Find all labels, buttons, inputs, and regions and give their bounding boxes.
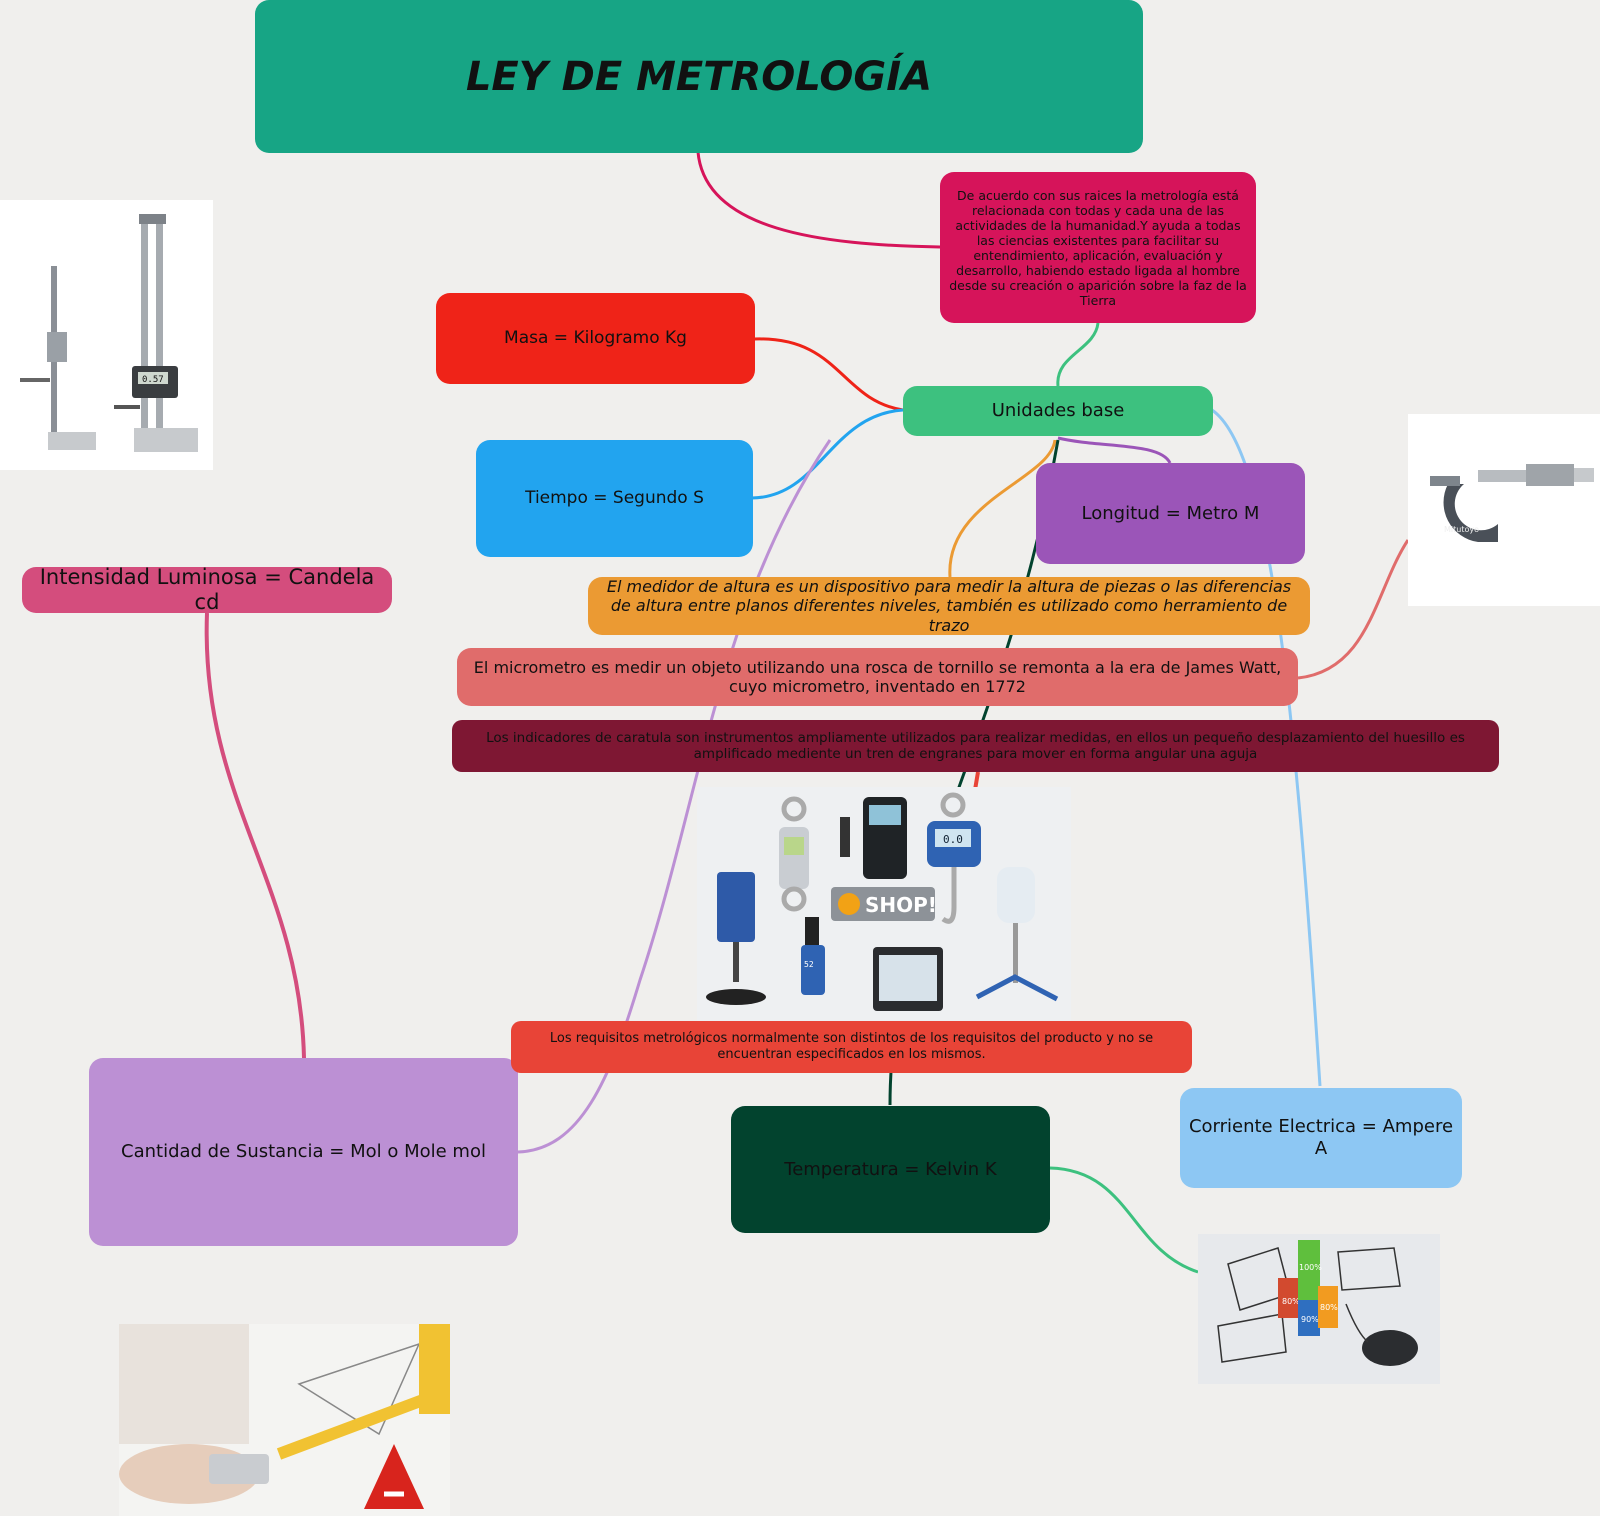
link-title-description: [696, 151, 941, 249]
link-intensidad-sustancia: [204, 612, 306, 1059]
note-requisitos: Los requisitos metrológicos normalmente …: [511, 1021, 1192, 1073]
crane-scale-readout: 0.0: [943, 833, 963, 846]
instruments-image: 0.0 SHOP! 52: [697, 787, 1071, 1021]
unit-intensidad: Intensidad Luminosa = Candela cd: [22, 565, 392, 614]
link-center-altura: [948, 439, 1057, 578]
center-node-unidades-base: Unidades base: [903, 386, 1213, 436]
micrometer-image: Mitutoyo: [1408, 414, 1600, 606]
statistics-image: 80% 100% 90% 80%: [1198, 1234, 1440, 1384]
map-title: LEY DE METROLOGÍA: [255, 0, 1143, 153]
drafting-image: [119, 1324, 450, 1516]
link-temperatura-image: [1049, 1166, 1199, 1274]
unit-longitud: Longitud = Metro M: [1036, 463, 1305, 564]
link-center-longitud: [1057, 436, 1172, 464]
note-indicadores: Los indicadores de caratula son instrume…: [452, 720, 1499, 772]
link-description-center: [1056, 322, 1100, 387]
height-gauge-readout: 0.57: [142, 375, 164, 385]
pct-label-3: 90%: [1301, 1315, 1319, 1324]
link-center-tiempo: [751, 408, 904, 500]
note-medidor-altura: El medidor de altura es un dispositivo p…: [588, 577, 1310, 635]
unit-corriente: Corriente Electrica = Ampere A: [1180, 1088, 1462, 1188]
pct-label-1: 80%: [1282, 1297, 1300, 1306]
link-center-sustancia: [517, 439, 832, 1154]
height-gauge-image: 0.57: [0, 200, 213, 470]
unit-tiempo: Tiempo = Segundo S: [476, 440, 753, 557]
unit-masa: Masa = Kilogramo Kg: [436, 293, 755, 384]
link-center-masa: [753, 337, 904, 412]
description-node: De acuerdo con sus raices la metrología …: [940, 172, 1256, 323]
pct-label-4: 80%: [1320, 1303, 1338, 1312]
probe-readout: 52: [804, 960, 814, 969]
link-micrometro-image: [1297, 539, 1410, 680]
note-micrometro: El micrometro es medir un objeto utiliza…: [457, 648, 1298, 706]
micrometer-brand: Mitutoyo: [1444, 525, 1479, 534]
pct-label-2: 100%: [1299, 1263, 1322, 1272]
shop-label: SHOP!: [865, 893, 937, 917]
unit-temperatura: Temperatura = Kelvin K: [731, 1106, 1050, 1233]
unit-sustancia: Cantidad de Sustancia = Mol o Mole mol: [89, 1058, 518, 1246]
